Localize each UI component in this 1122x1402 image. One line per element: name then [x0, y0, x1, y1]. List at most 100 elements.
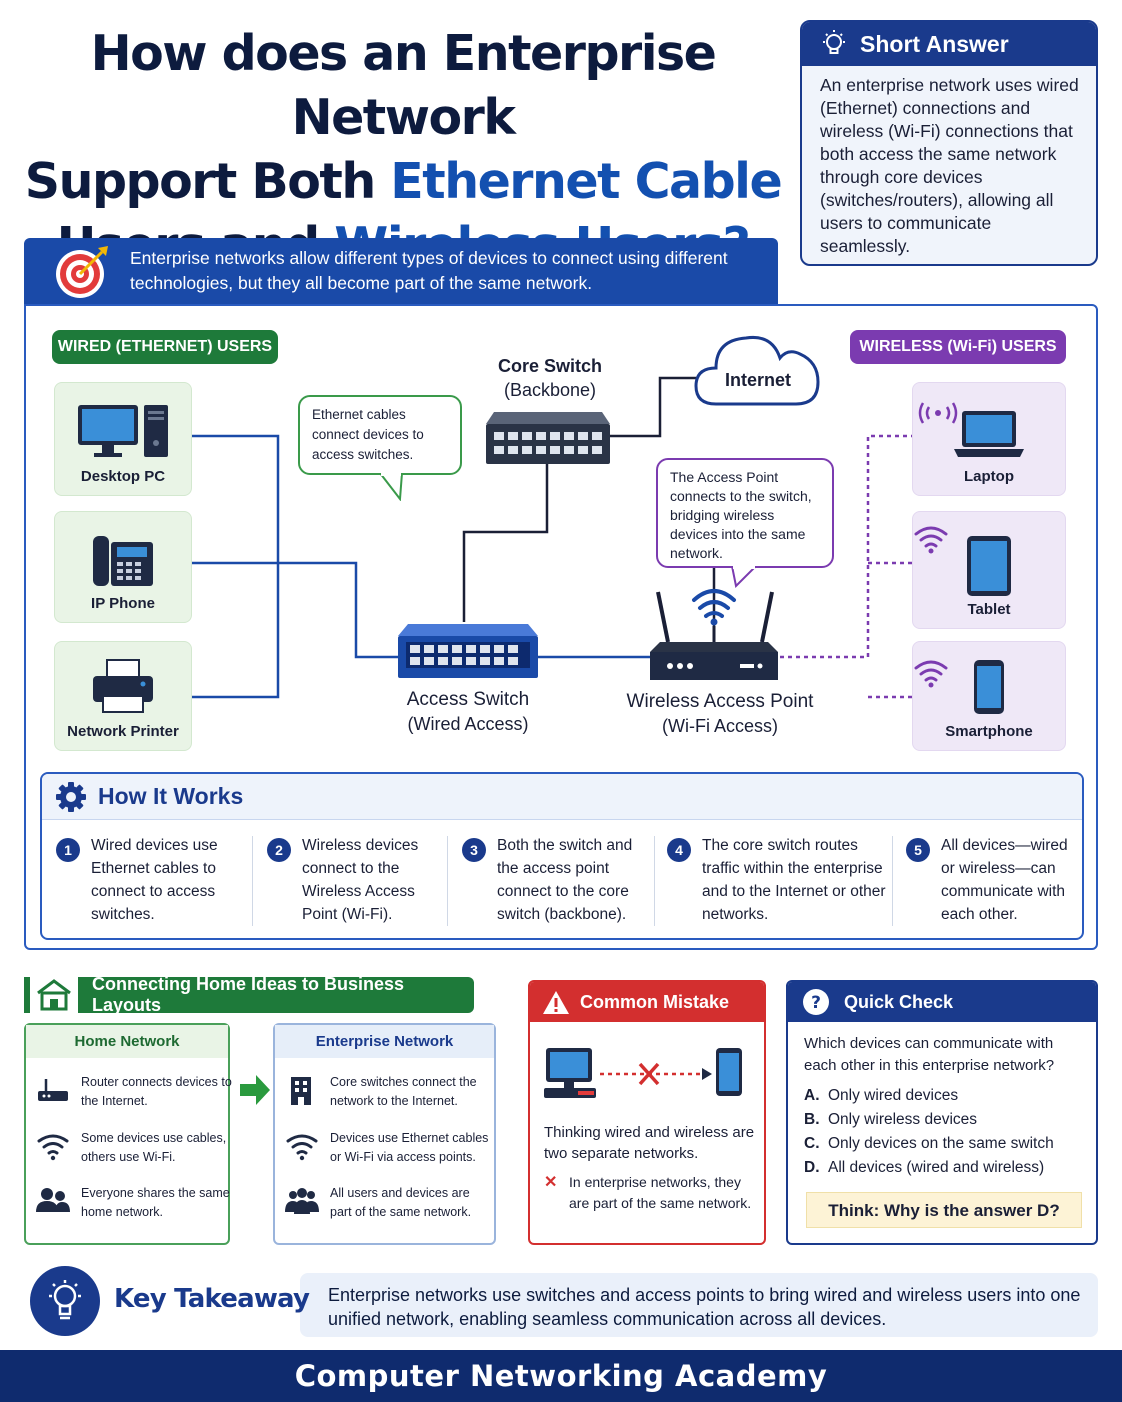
step-divider — [447, 836, 448, 926]
step-divider — [252, 836, 253, 926]
core-switch-label: Core Switch (Backbone) — [470, 354, 630, 402]
home-network-box: Home Network Router connects devices to … — [24, 1023, 232, 1245]
access-point-callout-tail — [731, 566, 757, 588]
step-4-number: 4 — [667, 838, 691, 862]
enterprise-item-access-text: Devices use Ethernet cables or Wi-Fi via… — [330, 1131, 489, 1164]
option-d-letter: D. — [804, 1159, 820, 1176]
core-to-internet-cable — [610, 376, 698, 438]
group-icon — [285, 1188, 319, 1214]
step-1-number: 1 — [56, 838, 80, 862]
quick-check-hint: Think: Why is the answer D? — [806, 1192, 1082, 1228]
step-3-number: 3 — [462, 838, 486, 862]
smartphone-label: Smartphone — [945, 723, 1033, 740]
device-laptop: Laptop — [912, 382, 1066, 496]
phone-cable — [192, 561, 398, 659]
wireless-link-main — [780, 434, 912, 659]
quick-check-heading: Quick Check — [844, 991, 954, 1012]
quick-check-header: ? Quick Check — [788, 982, 1096, 1022]
core-switch-icon — [486, 412, 610, 464]
internet-cloud-icon — [694, 335, 820, 406]
step-divider — [654, 836, 655, 926]
desktop-pc-icon — [78, 405, 168, 457]
quick-check-option-c[interactable]: C.Only devices on the same switch — [804, 1133, 1054, 1155]
short-answer-body: An enterprise network uses wired (Ethern… — [820, 75, 1079, 256]
common-mistake-heading: Common Mistake — [580, 991, 730, 1012]
access-switch-name: Access Switch — [406, 689, 530, 710]
arrow-right-icon — [240, 1075, 270, 1105]
step-divider — [892, 836, 893, 926]
step-2-text: Wireless devices connect to the Wireless… — [302, 837, 419, 923]
quick-check-option-b[interactable]: B.Only wireless devices — [804, 1109, 977, 1131]
device-desktop-pc: Desktop PC — [54, 382, 192, 496]
wifi-icon — [914, 660, 948, 688]
title-line-2-plain: Support Both — [24, 153, 391, 210]
common-mistake-card: Common Mistake Thinking wired and wirele… — [528, 980, 766, 1245]
common-mistake-correction-text: In enterprise networks, they are part of… — [569, 1174, 752, 1211]
ethernet-callout-tail — [379, 473, 403, 501]
quick-check-card: ? Quick Check Which devices can communic… — [786, 980, 1098, 1245]
quick-check-question: Which devices can communicate with each … — [804, 1035, 1055, 1074]
option-a-letter: A. — [804, 1087, 820, 1104]
home-item-router-text: Router connects devices to the Internet. — [81, 1075, 232, 1108]
core-switch-name: Core Switch — [497, 356, 603, 376]
access-switch-label: Access Switch (Wired Access) — [378, 688, 558, 736]
step-5-text: All devices—wired or wireless—can commun… — [941, 837, 1068, 923]
router-icon — [38, 1079, 68, 1101]
house-icon — [30, 977, 78, 1013]
users-icon — [36, 1188, 70, 1212]
wifi-icon — [37, 1134, 69, 1161]
access-point-name: Wireless Access Point — [626, 691, 814, 712]
option-d-text: All devices (wired and wireless) — [828, 1159, 1045, 1176]
ethernet-callout: Ethernet cables connect devices to acces… — [298, 395, 462, 475]
connecting-header: Connecting Home Ideas to Business Layout… — [24, 974, 474, 1015]
short-answer-header: Short Answer — [802, 22, 1096, 66]
enterprise-network-title: Enterprise Network — [275, 1025, 494, 1058]
home-item-devices-text: Some devices use cables, others use Wi-F… — [81, 1131, 227, 1164]
intro-text: Enterprise networks allow different type… — [130, 248, 728, 293]
enterprise-item-core-text: Core switches connect the network to the… — [330, 1075, 477, 1108]
wireless-access-point-icon — [650, 589, 778, 680]
home-network-title: Home Network — [26, 1025, 228, 1058]
device-ip-phone: IP Phone — [54, 511, 192, 623]
access-point-label: Wireless Access Point (Wi-Fi Access) — [610, 690, 830, 738]
laptop-icon — [954, 411, 1024, 457]
device-network-printer: Network Printer — [54, 641, 192, 751]
disconnected-devices-illustration — [544, 1048, 742, 1098]
desktop-cable — [192, 434, 280, 699]
cross-icon: ✕ — [544, 1174, 558, 1191]
lightbulb-icon — [49, 1280, 81, 1320]
common-mistake-header: Common Mistake — [530, 982, 764, 1022]
access-point-sub: (Wi-Fi Access) — [662, 716, 778, 736]
short-answer-card: Short Answer An enterprise network uses … — [800, 20, 1098, 266]
lightbulb-icon — [823, 30, 845, 54]
connection-lines — [192, 376, 912, 699]
smartphone-icon — [974, 660, 1004, 714]
how-it-works-header: How It Works — [42, 774, 1082, 820]
core-switch-sub: (Backbone) — [503, 380, 597, 400]
quick-check-option-a[interactable]: A.Only wired devices — [804, 1085, 958, 1107]
desktop-pc-label: Desktop PC — [80, 468, 166, 485]
building-icon — [291, 1077, 311, 1105]
ip-phone-label: IP Phone — [91, 595, 155, 612]
device-smartphone: Smartphone — [912, 641, 1066, 751]
wifi-icon — [914, 526, 948, 554]
internet-label: Internet — [724, 370, 791, 390]
wireless-users-label: WIRELESS (Wi-Fi) USERS — [850, 330, 1066, 364]
warning-icon — [543, 991, 569, 1014]
key-takeaway-heading: Key Takeaway — [114, 1284, 310, 1314]
access-switch-icon — [398, 624, 538, 678]
access-to-core-cable — [462, 462, 549, 622]
step-2-number: 2 — [267, 838, 291, 862]
step-4-text: The core switch routes traffic within th… — [702, 837, 886, 923]
svg-text:?: ? — [811, 993, 821, 1013]
access-point-callout: The Access Point connects to the switch,… — [656, 458, 834, 568]
quick-check-option-d[interactable]: D. All devices (wired and wireless) — [804, 1157, 1044, 1179]
wireless-signal-icon — [918, 402, 958, 424]
intro-banner: Enterprise networks allow different type… — [24, 238, 778, 304]
printer-icon — [93, 659, 153, 713]
access-switch-sub: (Wired Access) — [407, 714, 529, 734]
option-c-letter: C. — [804, 1135, 820, 1152]
option-b-text: Only wireless devices — [828, 1111, 978, 1128]
step-5-number: 5 — [906, 838, 930, 862]
title-line-2: Support Both Ethernet Cable — [18, 150, 788, 214]
